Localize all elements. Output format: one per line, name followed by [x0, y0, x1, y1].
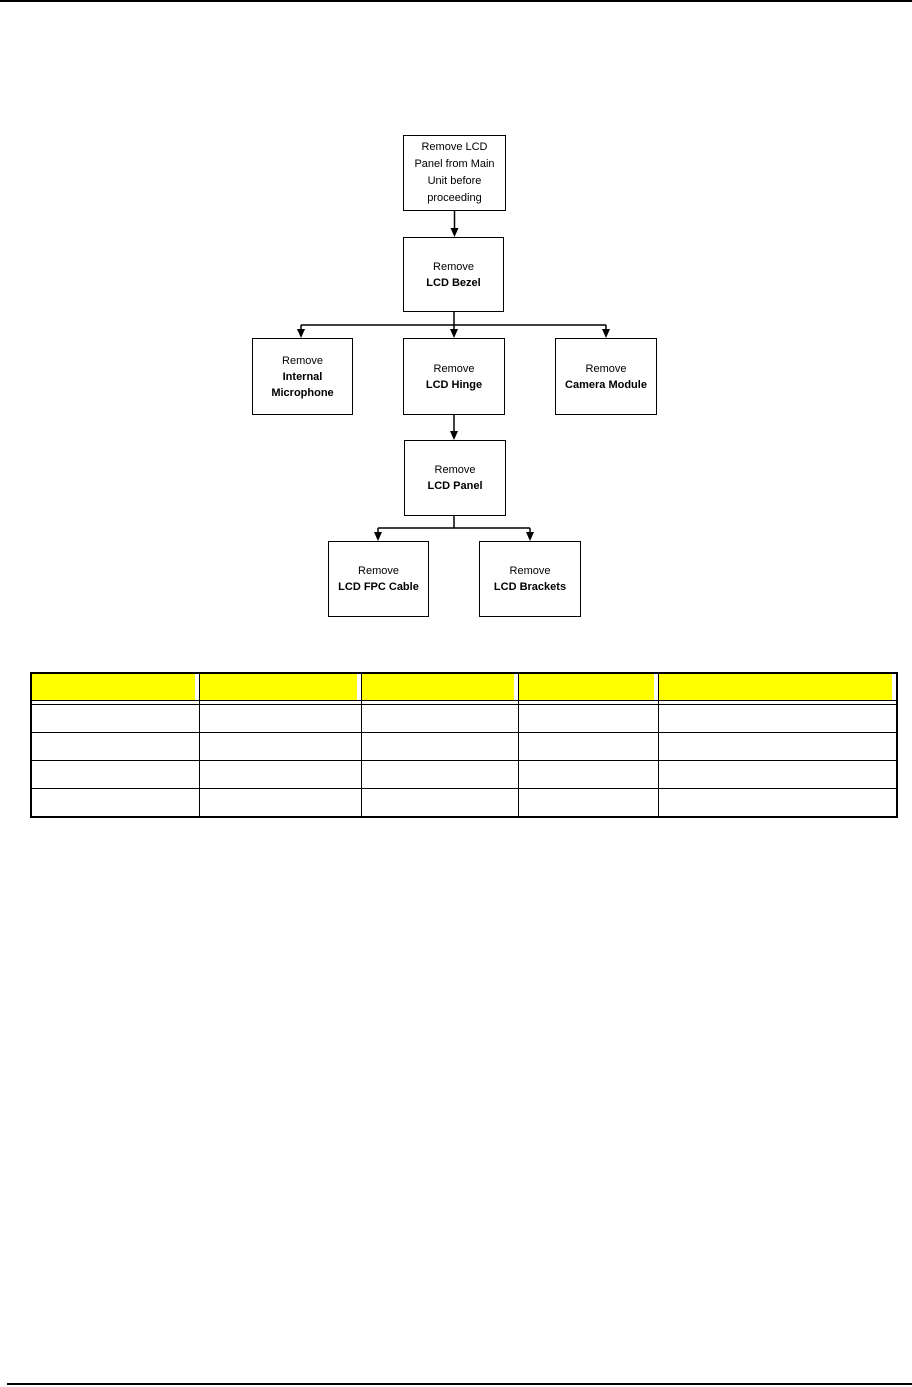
flow-node-action: Remove: [358, 565, 399, 577]
table-cell: [517, 788, 659, 818]
parts-table-row: [30, 732, 898, 761]
flow-node-remove-lcd-hinge: Remove LCD Hinge: [403, 338, 505, 415]
table-cell: [198, 732, 362, 761]
header-highlight: [659, 674, 892, 700]
parts-table-header-cell: [30, 672, 200, 701]
parts-table-row: [30, 788, 898, 818]
parts-table-header-cell: [517, 672, 659, 701]
flow-node-component: LCD Panel: [427, 480, 483, 492]
table-cell: [360, 760, 519, 789]
flow-node-text-line: Remove LCD: [421, 141, 488, 153]
page-bottom-rule: [7, 1383, 912, 1385]
flow-node-remove-lcd-bezel: Remove LCD Bezel: [403, 237, 504, 312]
table-cell: [517, 760, 659, 789]
table-cell: [360, 732, 519, 761]
table-cell: [198, 788, 362, 818]
header-highlight: [362, 674, 514, 700]
flow-node-action: Remove: [509, 565, 551, 577]
header-highlight: [519, 674, 654, 700]
flow-node-text-line: Unit before: [427, 175, 482, 187]
table-cell: [657, 760, 898, 789]
flow-node-remove-lcd-fpc-cable: Remove LCD FPC Cable: [328, 541, 429, 617]
flow-node-remove-internal-microphone: Remove Internal Microphone: [252, 338, 353, 415]
table-cell: [198, 704, 362, 733]
flow-node-remove-lcd-panel: Remove LCD Panel: [404, 440, 506, 516]
table-cell: [657, 732, 898, 761]
table-cell: [30, 704, 200, 733]
parts-table-header-cell: [198, 672, 362, 701]
table-cell: [657, 788, 898, 818]
flow-node-component: Internal Microphone: [271, 370, 334, 399]
flow-node-component: LCD Bezel: [426, 276, 481, 289]
flow-node-action: Remove: [433, 260, 474, 273]
parts-table-row: [30, 760, 898, 789]
table-cell: [30, 760, 200, 789]
parts-table-row: [30, 704, 898, 733]
header-highlight: [32, 674, 195, 700]
flow-node-component: LCD FPC Cable: [338, 581, 419, 593]
flow-node-text-line: Panel from Main: [414, 158, 495, 170]
table-cell: [30, 732, 200, 761]
page-top-rule: [0, 0, 912, 2]
flow-node-action: Remove: [585, 362, 627, 375]
flow-node-action: Remove: [434, 464, 476, 476]
flow-node-component: Camera Module: [565, 378, 647, 391]
header-highlight: [200, 674, 357, 700]
table-cell: [517, 732, 659, 761]
flow-node-remove-camera-module: Remove Camera Module: [555, 338, 657, 415]
flow-node-action: Remove: [433, 362, 475, 375]
flow-node-action: Remove: [282, 354, 323, 367]
flow-node-remove-lcd-brackets: Remove LCD Brackets: [479, 541, 581, 617]
table-cell: [657, 704, 898, 733]
parts-table-header-cell: [657, 672, 898, 701]
flow-node-text-line: proceeding: [427, 192, 482, 204]
flow-node-component: LCD Brackets: [493, 581, 567, 593]
table-cell: [360, 788, 519, 818]
parts-table-header-row: [30, 672, 898, 701]
table-cell: [360, 704, 519, 733]
table-cell: [30, 788, 200, 818]
parts-table-header-cell: [360, 672, 519, 701]
table-cell: [517, 704, 659, 733]
table-cell: [198, 760, 362, 789]
parts-table: [30, 672, 898, 818]
flow-node-component: LCD Hinge: [425, 378, 483, 391]
flow-node-remove-lcd-from-main-unit: Remove LCD Panel from Main Unit before p…: [403, 135, 506, 211]
